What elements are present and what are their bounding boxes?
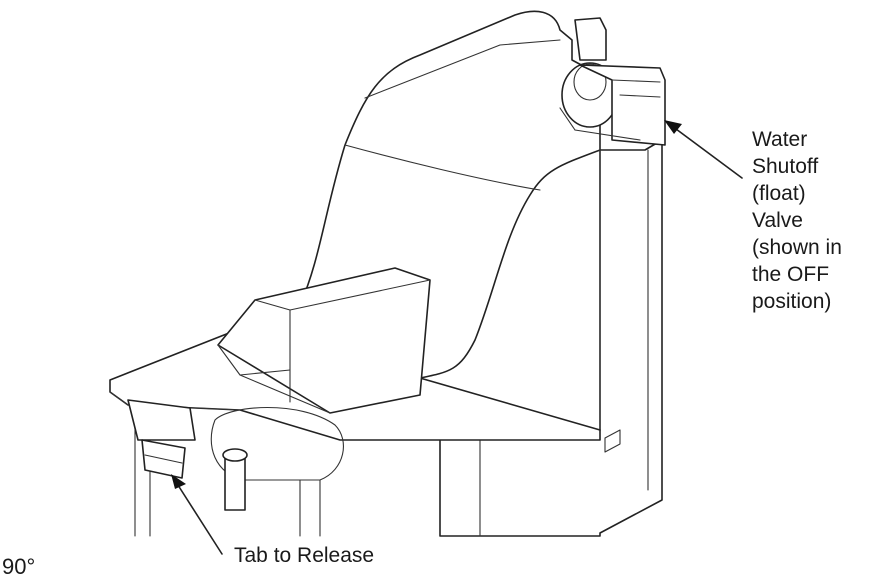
water-shutoff-valve-callout: Water Shutoff (float) Valve (shown in th… [752, 126, 842, 315]
callout-arrows [171, 120, 743, 555]
float-valve [559, 17, 666, 146]
tab-release-callout: Tab to Release [234, 544, 375, 567]
callout-line: position) [752, 290, 832, 313]
release-tab [127, 399, 196, 479]
callout-line: Valve [752, 209, 803, 232]
callout-line: the OFF [752, 263, 830, 286]
callout-line: (float) [752, 182, 806, 205]
callout-line: (shown in [752, 236, 842, 259]
callout-line: Water [752, 128, 808, 151]
inlet-box [217, 267, 431, 414]
angle-label: 90° [2, 554, 36, 579]
callout-line: Shutoff [752, 155, 819, 178]
